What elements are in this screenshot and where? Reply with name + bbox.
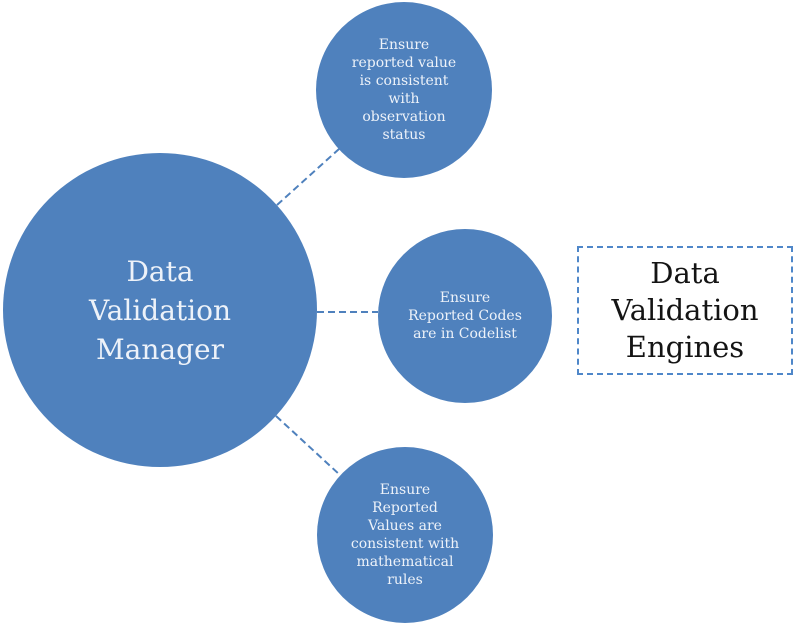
engines-box: Data Validation Engines xyxy=(577,246,793,375)
task-circle-observation-status: Ensure reported value is consistent with… xyxy=(316,2,492,178)
task-circle-mathematical-rules: Ensure Reported Values are consistent wi… xyxy=(317,447,493,623)
task-circle-mathematical-rules-label: Ensure Reported Values are consistent wi… xyxy=(350,482,460,588)
manager-circle: Data Validation Manager xyxy=(3,153,317,467)
task-circle-codelist: Ensure Reported Codes are in Codelist xyxy=(378,229,552,403)
engines-box-label: Data Validation Engines xyxy=(611,256,759,364)
connector-manager-to-observation-status xyxy=(276,148,340,206)
task-circle-observation-status-label: Ensure reported value is consistent with… xyxy=(351,37,457,143)
connector-manager-to-mathematical-rules xyxy=(275,415,341,476)
task-circle-codelist-label: Ensure Reported Codes are in Codelist xyxy=(408,290,522,342)
manager-circle-label: Data Validation Manager xyxy=(89,254,231,366)
